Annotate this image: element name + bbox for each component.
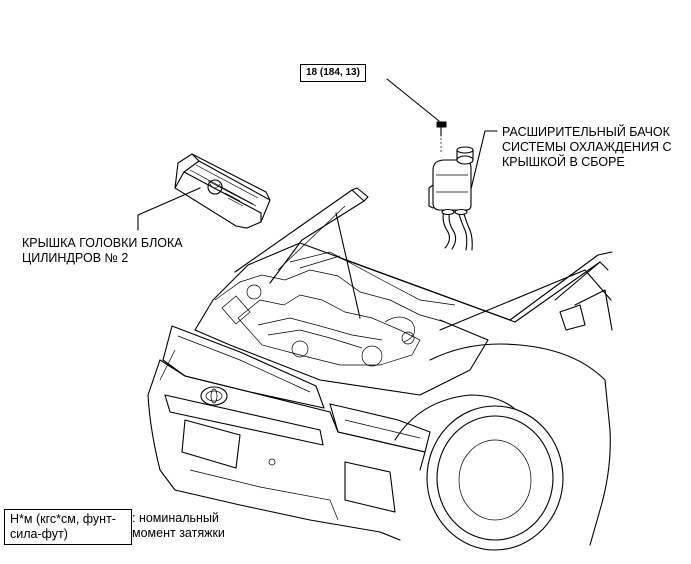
- cylinder-head-cover-drawing: [174, 153, 271, 229]
- cover-label-line-1: КРЫШКА ГОЛОВКИ БЛОКА: [22, 236, 183, 250]
- legend-units-box: Н*м (кгс*см, фунт-сила-фут): [4, 509, 132, 545]
- cover-label-line-2: ЦИЛИНДРОВ № 2: [22, 251, 129, 265]
- vehicle-front-drawing: [147, 187, 613, 551]
- legend-description-line-2: момент затяжки: [132, 526, 225, 540]
- reservoir-leader-line: [470, 130, 498, 190]
- torque-spec-box: 18 (184, 13): [300, 64, 366, 82]
- cover-label: КРЫШКА ГОЛОВКИ БЛОКА ЦИЛИНДРОВ № 2: [22, 236, 183, 266]
- reservoir-label: РАСШИРИТЕЛЬНЫЙ БАЧОК СИСТЕМЫ ОХЛАЖДЕНИЯ …: [502, 125, 671, 170]
- reservoir-label-line-3: КРЫШКОЙ В СБОРЕ: [502, 155, 625, 169]
- torque-spec-value: 18 (184, 13): [306, 67, 360, 78]
- torque-leader-line: [386, 78, 440, 122]
- legend-description: : номинальный момент затяжки: [132, 511, 225, 541]
- reservoir-label-line-2: СИСТЕМЫ ОХЛАЖДЕНИЯ С: [502, 140, 672, 154]
- cover-leader-line: [137, 187, 201, 231]
- legend-description-line-1: : номинальный: [132, 511, 219, 525]
- coolant-reservoir-drawing: [428, 121, 474, 251]
- legend-units-text: Н*м (кгс*см, фунт-сила-фут): [10, 512, 116, 541]
- reservoir-label-line-1: РАСШИРИТЕЛЬНЫЙ БАЧОК: [502, 125, 670, 139]
